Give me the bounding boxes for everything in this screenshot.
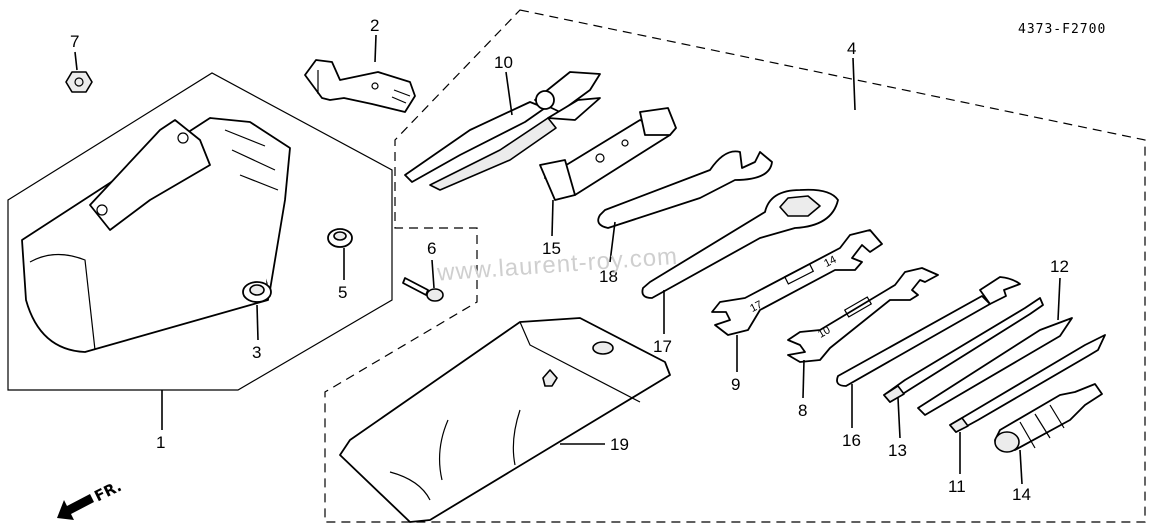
callout-12: 12 [1050,257,1069,276]
front-arrow-icon [57,494,94,520]
pliers-drawing [404,71,601,191]
callout-17: 17 [653,337,672,356]
callout-15: 15 [542,239,561,258]
screwdriver-11-drawing [949,334,1106,433]
callout-11: 11 [948,477,966,496]
callout-6: 6 [427,239,436,258]
callout-8: 8 [798,401,807,420]
wrench-open-size-mark: 14 [822,254,838,270]
callout-14: 14 [1012,485,1031,504]
screwdriver-13-drawing [883,297,1044,403]
screwdriver-12-drawing [917,317,1073,416]
callout-19: 19 [610,435,629,454]
callout-10: 10 [494,53,513,72]
callout-13: 13 [888,441,907,460]
wrench-8-drawing: 10 [787,267,939,363]
callout-5: 5 [338,283,347,302]
tool-box-drawing [21,117,291,353]
bracket-drawing [304,59,416,113]
wrench-9-drawing: 17 14 [711,229,883,336]
nut-drawing [65,71,93,93]
tool-box-boundary [7,72,393,391]
front-marker: FR. [92,477,125,505]
bolt-drawing [402,277,444,302]
extension-bar-drawing [836,276,1021,387]
callout-3: 3 [252,343,261,362]
leader-lines [74,34,1061,485]
callout-7: 7 [70,32,79,51]
grommet-5-drawing [327,228,353,248]
drawing-code: 4373-F2700 [1018,22,1106,37]
wrench-8-size-mark: 10 [816,324,833,341]
pin-spanner-drawing [597,150,773,229]
callout-4: 4 [847,39,856,58]
tool-bag-drawing [339,317,671,523]
tool-kit-boundary [324,9,1146,523]
callout-9: 9 [731,375,740,394]
callout-16: 16 [842,431,861,450]
screwdriver-handle-drawing [994,383,1103,453]
ring-spanner-drawing [641,188,839,299]
callout-18: 18 [599,267,618,286]
box-wrench-drawing [539,107,677,201]
callout-2: 2 [370,16,379,35]
wrench-9-size-mark: 17 [748,299,764,315]
callout-1: 1 [156,433,165,452]
grommet-3-drawing [242,281,272,303]
